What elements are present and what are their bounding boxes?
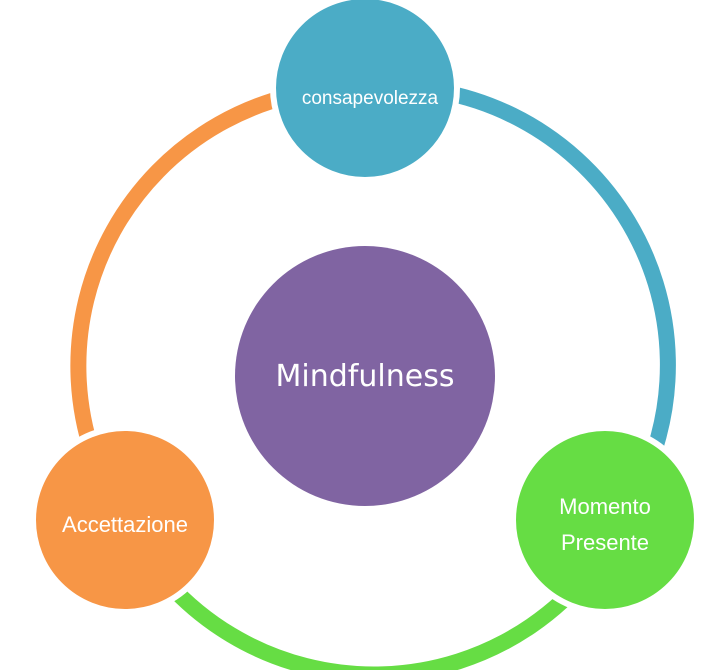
center-circle — [235, 246, 495, 506]
node-momento-presente-label-line1: Momento — [559, 494, 651, 519]
node-accettazione: Accettazione — [30, 425, 220, 615]
node-accettazione-circle — [30, 425, 220, 615]
node-accettazione-label: Accettazione — [62, 512, 188, 537]
node-consapevolezza-circle — [270, 0, 460, 183]
node-momento-presente: Momento Presente — [510, 425, 700, 615]
node-consapevolezza: consapevolezza — [270, 0, 460, 183]
node-momento-presente-circle — [510, 425, 700, 615]
node-momento-presente-label-line2: Presente — [561, 530, 649, 555]
node-consapevolezza-label: consapevolezza — [302, 88, 439, 109]
center-label: Mindfulness — [276, 359, 455, 394]
